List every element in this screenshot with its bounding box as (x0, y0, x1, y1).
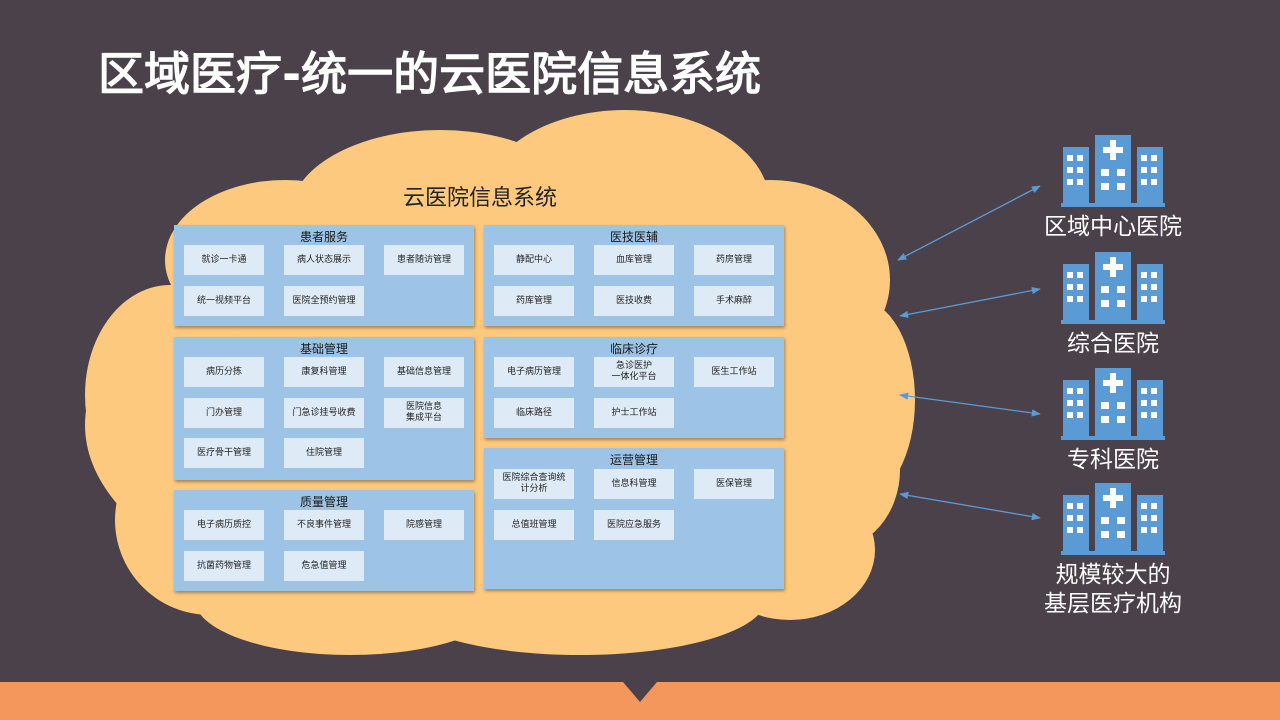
module-box[interactable]: 住院管理 (284, 438, 364, 468)
module-box[interactable]: 医疗骨干管理 (184, 438, 264, 468)
hospital-label: 区域中心医院 (1044, 214, 1182, 240)
hospital-label: 专科医院 (1067, 447, 1159, 473)
module-box[interactable]: 药房管理 (694, 245, 774, 275)
module-box[interactable]: 医院信息 集成平台 (384, 398, 464, 428)
hospital-building-icon (1061, 252, 1165, 324)
panel-title: 患者服务 (299, 230, 348, 244)
module-box[interactable]: 门急诊挂号收费 (284, 398, 364, 428)
module-box[interactable]: 基础信息管理 (384, 357, 464, 387)
module-box[interactable]: 医院综合查询统 计分析 (494, 469, 574, 499)
module-box[interactable]: 医保管理 (694, 469, 774, 499)
module-box[interactable]: 总值班管理 (494, 510, 574, 540)
panel-patient-service: 患者服务 就诊一卡通 病人状态展示 患者随访管理 统一视频平台 医院全预约管理 (174, 225, 474, 326)
panel-title: 基础管理 (299, 342, 348, 356)
panel-quality: 质量管理 电子病历质控 不良事件管理 院感管理 抗菌药物管理 危急值管理 (174, 490, 474, 591)
panel-operations: 运营管理 医院综合查询统 计分析 信息科管理 医保管理 总值班管理 医院应急服务 (484, 448, 784, 589)
module-box[interactable]: 不良事件管理 (284, 510, 364, 540)
panel-clinical: 临床诊疗 电子病历管理 急诊医护 一体化平台 医生工作站 临床路径 护士工作站 (484, 337, 784, 438)
module-box[interactable]: 医技收费 (594, 286, 674, 316)
bottom-notch (623, 682, 657, 702)
hospital-building-icon (1061, 135, 1165, 207)
cloud-title: 云医院信息系统 (402, 186, 557, 211)
slide-title: 区域医疗-统一的云医院信息系统 (98, 47, 762, 101)
hospital-building-icon (1061, 483, 1165, 555)
hospital-large-primary: 规模较大的 基层医疗机构 (1023, 483, 1203, 619)
module-box[interactable]: 病历分拣 (184, 357, 264, 387)
module-box[interactable]: 康复科管理 (284, 357, 364, 387)
module-box[interactable]: 患者随访管理 (384, 245, 464, 275)
hospital-specialty: 专科医院 (1023, 368, 1203, 475)
panel-medical-tech: 医技医辅 静配中心 血库管理 药房管理 药库管理 医技收费 手术麻醉 (484, 225, 784, 326)
module-box[interactable]: 医生工作站 (694, 357, 774, 387)
module-box[interactable]: 信息科管理 (594, 469, 674, 499)
module-box[interactable]: 医院应急服务 (594, 510, 674, 540)
module-box[interactable]: 手术麻醉 (694, 286, 774, 316)
module-box[interactable]: 急诊医护 一体化平台 (594, 357, 674, 387)
module-box[interactable]: 护士工作站 (594, 398, 674, 428)
hospital-building-icon (1061, 368, 1165, 440)
panel-title: 医技医辅 (609, 230, 658, 244)
module-box[interactable]: 统一视频平台 (184, 286, 264, 316)
panel-title: 临床诊疗 (609, 342, 658, 356)
hospital-label: 规模较大的 基层医疗机构 (1044, 562, 1182, 617)
module-box[interactable]: 抗菌药物管理 (184, 551, 264, 581)
module-box[interactable]: 药库管理 (494, 286, 574, 316)
module-box[interactable]: 就诊一卡通 (184, 245, 264, 275)
panel-title: 质量管理 (299, 495, 348, 509)
module-box[interactable]: 院感管理 (384, 510, 464, 540)
hospital-general: 综合医院 (1023, 252, 1203, 359)
panel-basic-management: 基础管理 病历分拣 康复科管理 基础信息管理 门办管理 门急诊挂号收费 医院信息… (174, 337, 474, 480)
module-box[interactable]: 危急值管理 (284, 551, 364, 581)
module-box[interactable]: 临床路径 (494, 398, 574, 428)
hospital-regional-center: 区域中心医院 (1023, 135, 1203, 242)
module-box[interactable]: 医院全预约管理 (284, 286, 364, 316)
module-box[interactable]: 血库管理 (594, 245, 674, 275)
module-box[interactable]: 病人状态展示 (284, 245, 364, 275)
hospital-label: 综合医院 (1067, 331, 1159, 357)
panel-title: 运营管理 (609, 453, 658, 467)
module-box[interactable]: 门办管理 (184, 398, 264, 428)
module-box[interactable]: 电子病历管理 (494, 357, 574, 387)
module-box[interactable]: 静配中心 (494, 245, 574, 275)
module-box[interactable]: 电子病历质控 (184, 510, 264, 540)
